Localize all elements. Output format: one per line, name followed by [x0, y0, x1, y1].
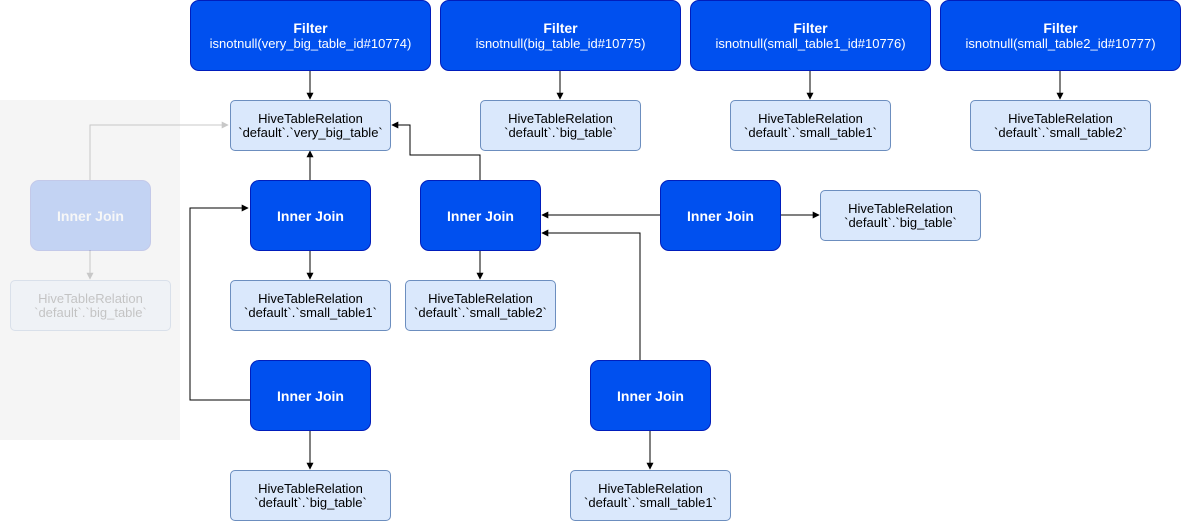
- relation-small-table2-filtered[interactable]: HiveTableRelation `default`.`small_table…: [970, 100, 1151, 151]
- edge-join2-to-very-big-table: [391, 121, 481, 180]
- relation-table: `default`.`small_table2`: [414, 304, 547, 320]
- filter-title: Filter: [793, 19, 828, 36]
- relation-big-table-right[interactable]: HiveTableRelation `default`.`big_table`: [820, 190, 981, 241]
- relation-table: `default`.`small_table1`: [744, 124, 877, 140]
- join-label: Inner Join: [617, 387, 684, 404]
- relation-small-table1-filtered[interactable]: HiveTableRelation `default`.`small_table…: [730, 100, 891, 151]
- edge-faded-join-to-very-big-table: [89, 121, 229, 180]
- inner-join-node-1[interactable]: Inner Join: [250, 180, 371, 251]
- edge-join5-to-join2: [541, 229, 641, 360]
- relation-table: `default`.`small_table1`: [244, 304, 377, 320]
- join-label: Inner Join: [277, 387, 344, 404]
- relation-type: HiveTableRelation: [38, 290, 143, 306]
- relation-table: `default`.`big_table`: [34, 304, 147, 320]
- relation-type: HiveTableRelation: [428, 290, 533, 306]
- relation-small-table1-join1[interactable]: HiveTableRelation `default`.`small_table…: [230, 280, 391, 331]
- faded-relation-big-table: HiveTableRelation `default`.`big_table`: [10, 280, 171, 331]
- relation-big-table-join4[interactable]: HiveTableRelation `default`.`big_table`: [230, 470, 391, 521]
- relation-table: `default`.`small_table2`: [994, 124, 1127, 140]
- relation-table: `default`.`big_table`: [254, 494, 367, 510]
- relation-very-big-table[interactable]: HiveTableRelation `default`.`very_big_ta…: [230, 100, 391, 151]
- relation-small-table2-join2[interactable]: HiveTableRelation `default`.`small_table…: [405, 280, 556, 331]
- relation-type: HiveTableRelation: [258, 480, 363, 496]
- join-label: Inner Join: [687, 207, 754, 224]
- faded-inner-join-node: Inner Join: [30, 180, 151, 251]
- filter-condition: isnotnull(small_table2_id#10777): [965, 35, 1156, 51]
- filter-title: Filter: [1043, 19, 1078, 36]
- relation-big-table-filtered[interactable]: HiveTableRelation `default`.`big_table`: [480, 100, 641, 151]
- relation-type: HiveTableRelation: [508, 110, 613, 126]
- relation-table: `default`.`big_table`: [504, 124, 617, 140]
- relation-table: `default`.`big_table`: [844, 214, 957, 230]
- relation-type: HiveTableRelation: [598, 480, 703, 496]
- join-label: Inner Join: [57, 207, 124, 224]
- join-label: Inner Join: [447, 207, 514, 224]
- filter-title: Filter: [543, 19, 578, 36]
- join-label: Inner Join: [277, 207, 344, 224]
- relation-small-table1-join5[interactable]: HiveTableRelation `default`.`small_table…: [570, 470, 731, 521]
- filter-node-big-table[interactable]: Filter isnotnull(big_table_id#10775): [440, 0, 681, 71]
- inner-join-node-5[interactable]: Inner Join: [590, 360, 711, 431]
- relation-type: HiveTableRelation: [1008, 110, 1113, 126]
- filter-node-small-table1[interactable]: Filter isnotnull(small_table1_id#10776): [690, 0, 931, 71]
- relation-table: `default`.`very_big_table`: [238, 124, 383, 140]
- relation-type: HiveTableRelation: [758, 110, 863, 126]
- filter-title: Filter: [293, 19, 328, 36]
- filter-node-small-table2[interactable]: Filter isnotnull(small_table2_id#10777): [940, 0, 1181, 71]
- relation-table: `default`.`small_table1`: [584, 494, 717, 510]
- inner-join-node-3[interactable]: Inner Join: [660, 180, 781, 251]
- inner-join-node-4[interactable]: Inner Join: [250, 360, 371, 431]
- relation-type: HiveTableRelation: [258, 290, 363, 306]
- relation-type: HiveTableRelation: [258, 110, 363, 126]
- filter-condition: isnotnull(small_table1_id#10776): [715, 35, 906, 51]
- filter-node-very-big-table[interactable]: Filter isnotnull(very_big_table_id#10774…: [190, 0, 431, 71]
- filter-condition: isnotnull(very_big_table_id#10774): [209, 35, 412, 51]
- relation-type: HiveTableRelation: [848, 200, 953, 216]
- edge-join4-to-join1: [189, 204, 250, 401]
- filter-condition: isnotnull(big_table_id#10775): [475, 35, 646, 51]
- inner-join-node-2[interactable]: Inner Join: [420, 180, 541, 251]
